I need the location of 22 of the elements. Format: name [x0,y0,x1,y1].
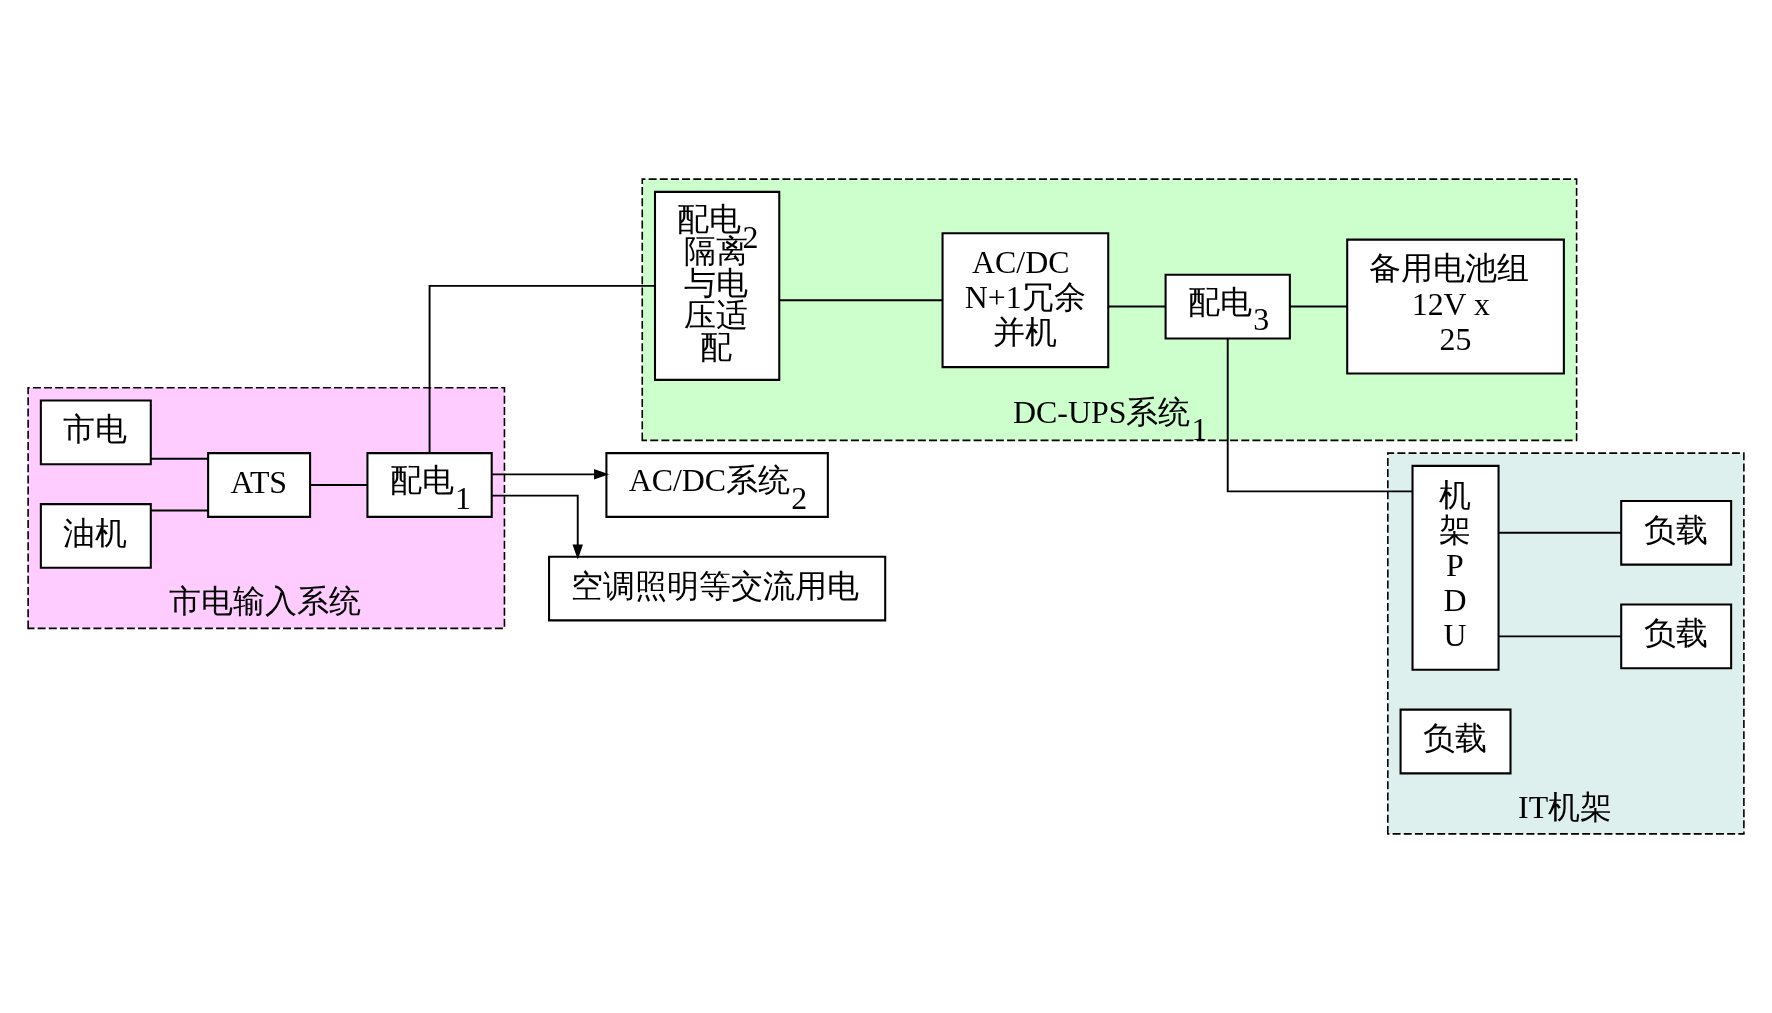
node-box: AC/DC N+1冗余并机 [941,232,1110,369]
connector [1497,531,1622,534]
arrow [491,469,610,480]
connector [1107,305,1167,308]
connector [1226,337,1414,493]
connector [1497,635,1622,638]
node-box: ATS [207,452,312,518]
node-box: 负载 [1620,603,1733,670]
node-box: 负载 [1620,499,1733,566]
connector [150,457,209,460]
connector [1289,305,1348,308]
node-box: 备用电池组 12V x 25 [1346,238,1565,375]
connector [428,284,656,454]
arrow [491,494,583,560]
connector [778,299,943,302]
connector [150,509,209,512]
node-box: 空调照明等交流用电 [548,555,887,622]
node-box: 油机 [39,503,152,569]
connector [309,484,368,486]
node-box: 机架PDU [1411,464,1500,671]
node-box: 市电 [39,399,152,466]
node-box: 负载 [1399,708,1512,775]
